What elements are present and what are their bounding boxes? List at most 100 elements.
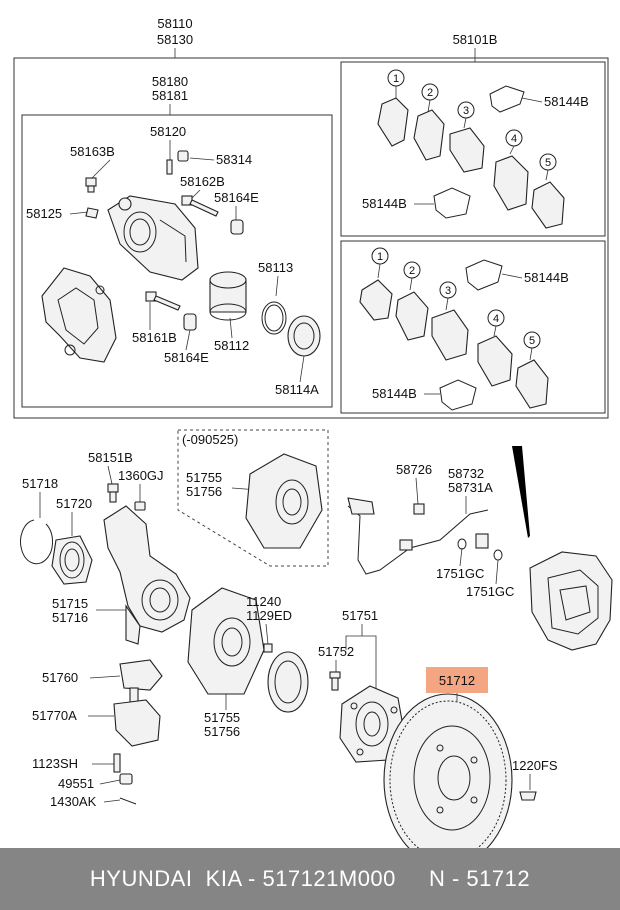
label-51755-lower[interactable]: 51755 (204, 710, 240, 725)
caliper-housing (107, 195, 199, 281)
shim-1-lower (359, 279, 393, 321)
label-58144B-upper-right[interactable]: 58144B (544, 94, 589, 109)
caliper-subassembly-box (21, 114, 333, 408)
guide-pin-58162B (181, 195, 219, 217)
label-58314[interactable]: 58314 (216, 152, 252, 167)
label-51756-lower[interactable]: 51756 (204, 724, 240, 739)
svg-text:5: 5 (545, 157, 551, 169)
label-58125[interactable]: 58125 (26, 206, 62, 221)
svg-text:2: 2 (427, 87, 433, 99)
label-58161B[interactable]: 58161B (132, 330, 177, 345)
label-51712[interactable]: 51712 (439, 673, 475, 688)
shim-5-upper (531, 181, 565, 229)
label-51755-upper[interactable]: 51755 (186, 470, 222, 485)
bolt-58726 (413, 503, 425, 515)
svg-text:1: 1 (377, 251, 383, 263)
label-1751GC-left[interactable]: 1751GC (436, 566, 484, 581)
svg-text:5: 5 (529, 335, 535, 347)
shim-5-lower (515, 359, 549, 409)
label-49551[interactable]: 49551 (58, 776, 94, 791)
label-58731A[interactable]: 58731A (448, 480, 493, 495)
washer-1751GC-left (457, 538, 467, 550)
label-58162B[interactable]: 58162B (180, 174, 225, 189)
bolt-1123SH (113, 753, 121, 773)
bolt-58163B (85, 177, 97, 193)
split-pin-1430AK (119, 797, 137, 805)
label-58151B[interactable]: 58151B (88, 450, 133, 465)
piston-58112 (209, 271, 247, 321)
label-1220FS[interactable]: 1220FS (512, 758, 558, 773)
pad-kit-box-upper (340, 61, 606, 237)
shim-2-upper (413, 109, 445, 161)
washer-1751GC-right (493, 549, 503, 561)
label-1360GJ[interactable]: 1360GJ (118, 468, 164, 483)
svg-text:1: 1 (393, 73, 399, 85)
label-090525[interactable]: (-090525) (182, 432, 238, 447)
label-58114A[interactable]: 58114A (275, 382, 319, 397)
label-58110[interactable]: 58110 (157, 16, 192, 31)
pad-kit-box-lower (340, 240, 606, 414)
screw-1220FS (519, 791, 537, 801)
label-1430AK[interactable]: 1430AK (50, 794, 97, 809)
label-58113[interactable]: 58113 (258, 260, 293, 275)
label-51760[interactable]: 51760 (42, 670, 78, 685)
screw-11240 (263, 643, 273, 653)
piston-boot-58114A (287, 315, 321, 357)
label-58181[interactable]: 58181 (152, 88, 188, 103)
label-58164E-upper[interactable]: 58164E (214, 190, 259, 205)
part-number-footer: HYUNDAI KIA - 517121M000 N - 51712 (0, 848, 620, 910)
svg-text:3: 3 (463, 105, 469, 117)
label-58120[interactable]: 58120 (150, 124, 186, 139)
label-51718[interactable]: 51718 (22, 476, 58, 491)
label-58726[interactable]: 58726 (396, 462, 432, 477)
label-51756-upper[interactable]: 51756 (186, 484, 222, 499)
piston-seal-58113 (261, 301, 287, 335)
label-51752[interactable]: 51752 (318, 644, 354, 659)
caliper-assembly-right (529, 551, 613, 651)
label-51716[interactable]: 51716 (52, 610, 88, 625)
highlight-box-51712 (426, 667, 488, 693)
nut-1360GJ (134, 501, 146, 511)
clip-58144B-upper-right (489, 85, 525, 113)
svg-text:4: 4 (511, 133, 517, 145)
wheel-hub-51751 (339, 685, 405, 763)
shim-1-upper (377, 97, 409, 147)
clip-58144B-lower-left (439, 379, 477, 411)
guide-pin-58161B (145, 291, 181, 311)
dust-cover-dashed-box (177, 429, 329, 567)
shim-2-lower (395, 291, 429, 341)
label-58732[interactable]: 58732 (448, 466, 484, 481)
label-51751[interactable]: 51751 (342, 608, 378, 623)
caliper-carrier (41, 267, 117, 363)
cap-58314 (177, 150, 189, 162)
label-1129ED[interactable]: 1129ED (246, 608, 292, 623)
label-51715[interactable]: 51715 (52, 596, 88, 611)
clip-58144B-lower-right (465, 259, 503, 291)
label-58163B[interactable]: 58163B (70, 144, 115, 159)
label-58144B-lower-left[interactable]: 58144B (372, 386, 417, 401)
svg-text:4: 4 (493, 313, 499, 325)
label-51770A[interactable]: 51770A (32, 708, 77, 723)
label-58180[interactable]: 58180 (152, 74, 188, 89)
nut-49551 (119, 773, 133, 785)
boot-58164E-upper (230, 219, 244, 235)
label-58164E-lower[interactable]: 58164E (164, 350, 209, 365)
pad-kit-lower: 1 2 3 4 5 (359, 247, 549, 411)
clip-58144B-upper-left (433, 187, 471, 219)
label-1123SH[interactable]: 1123SH (32, 756, 78, 771)
label-58101B[interactable]: 58101B (453, 32, 498, 47)
svg-text:2: 2 (409, 265, 415, 277)
pad-kit-upper: 1 2 3 4 5 (377, 69, 565, 229)
label-58112[interactable]: 58112 (214, 338, 249, 353)
brake-disc-51712 (383, 693, 513, 848)
bleeder-screw-58120 (166, 159, 173, 175)
caliper-assembly-box (13, 57, 609, 419)
label-11240[interactable]: 11240 (246, 594, 281, 609)
brake-hose-58731A (347, 497, 489, 575)
label-51720[interactable]: 51720 (56, 496, 92, 511)
label-58144B-lower-right[interactable]: 58144B (524, 270, 569, 285)
label-58130[interactable]: 58130 (157, 32, 193, 47)
label-1751GC-right[interactable]: 1751GC (466, 584, 514, 599)
label-58144B-upper-left[interactable]: 58144B (362, 196, 407, 211)
